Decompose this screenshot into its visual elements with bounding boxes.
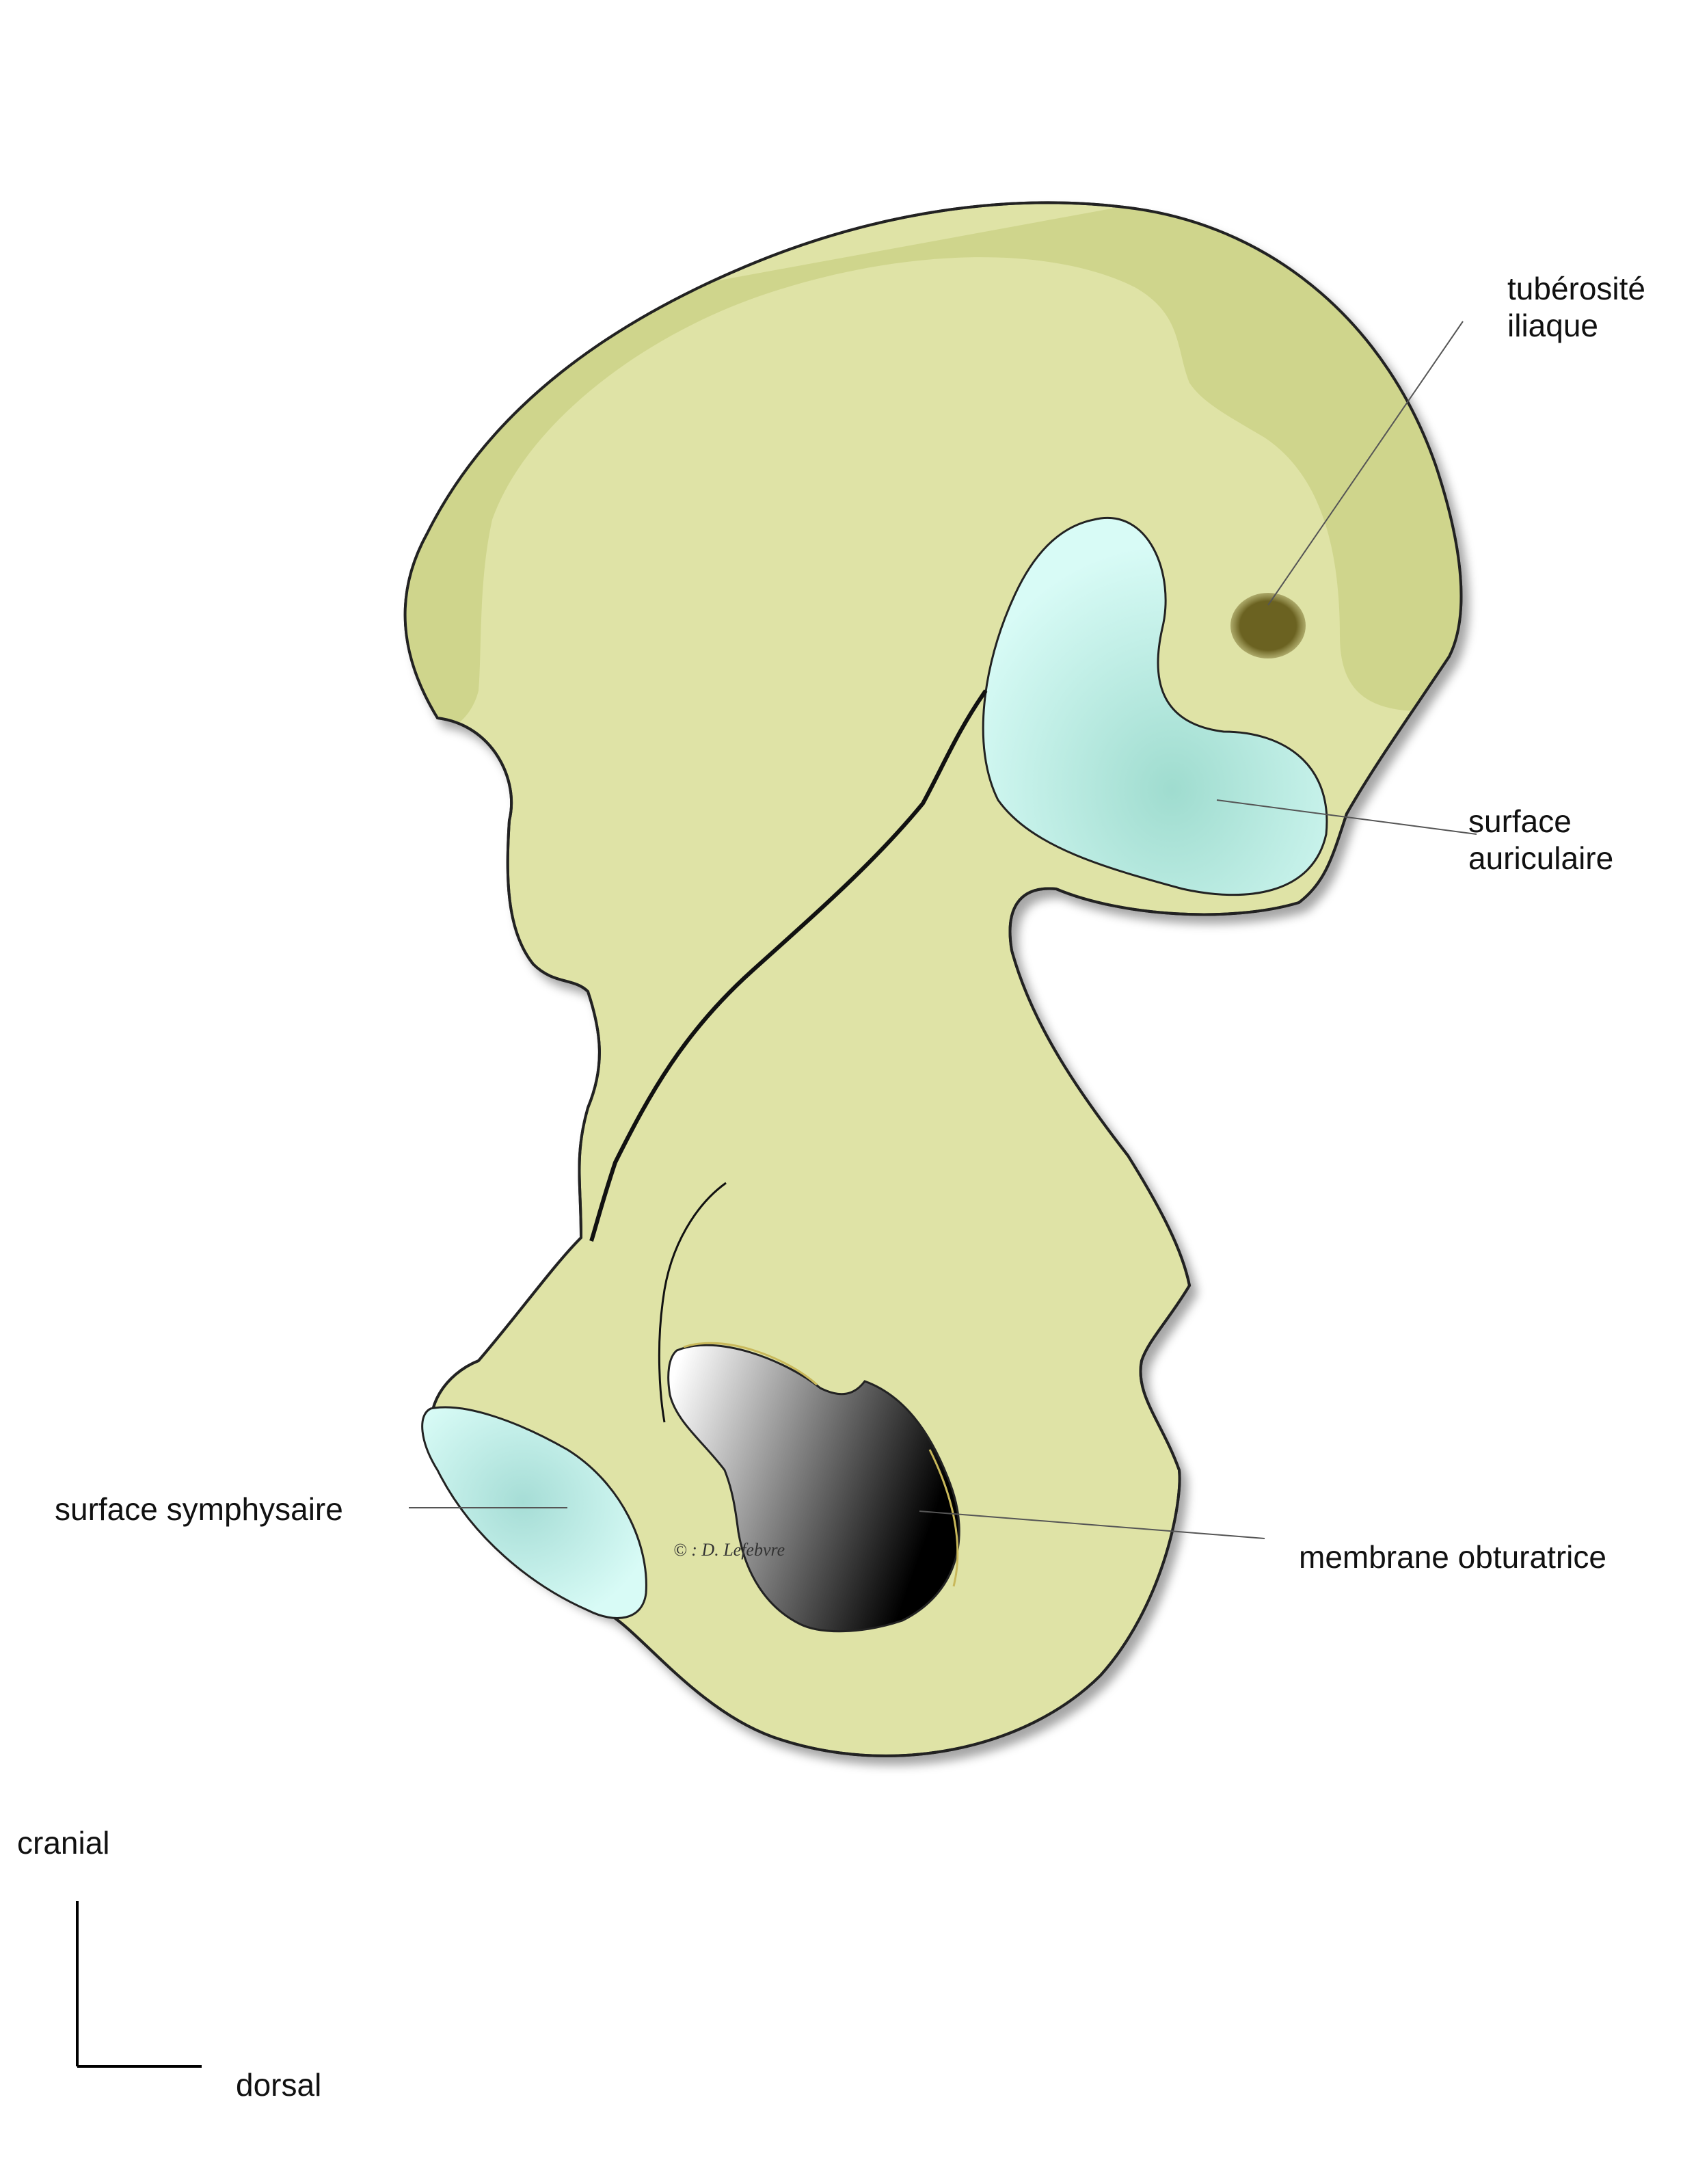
label-dorsal: dorsal — [236, 2067, 322, 2103]
obturator-rim-highlight — [683, 1342, 959, 1587]
label-surface-auriculaire: surface auriculaire — [1468, 803, 1613, 877]
label-auriculaire-line-2: auriculaire — [1468, 840, 1614, 876]
symphyseal-surface — [421, 1406, 647, 1619]
label-tuberosite-line-2: iliaque — [1507, 308, 1598, 343]
leader-lines — [409, 321, 1477, 1539]
hip-bone-outline — [403, 201, 1463, 1757]
label-tuberosite-iliaque: tubérosité iliaque — [1507, 270, 1645, 344]
label-auriculaire-line-1: surface — [1468, 803, 1572, 839]
obturator-membrane — [667, 1344, 960, 1633]
iliac-tuberosity — [1230, 593, 1306, 658]
auricular-surface — [982, 517, 1328, 896]
leader-tuberosite — [1267, 321, 1464, 606]
signature: © : D. Lefebvre — [673, 1540, 785, 1560]
label-cranial: cranial — [17, 1825, 110, 1861]
label-tuberosite-line-1: tubérosité — [1507, 271, 1646, 306]
label-surface-symphysaire: surface symphysaire — [55, 1491, 343, 1527]
obturator-groove — [658, 1182, 727, 1423]
leader-obturatrice — [919, 1510, 1265, 1539]
arcuate-line — [589, 689, 988, 1242]
leader-auriculaire — [1216, 799, 1477, 835]
label-membrane-obturatrice: membrane obturatrice — [1299, 1539, 1606, 1575]
iliac-crest-band — [405, 202, 1462, 738]
orientation-axes — [76, 1901, 202, 2068]
